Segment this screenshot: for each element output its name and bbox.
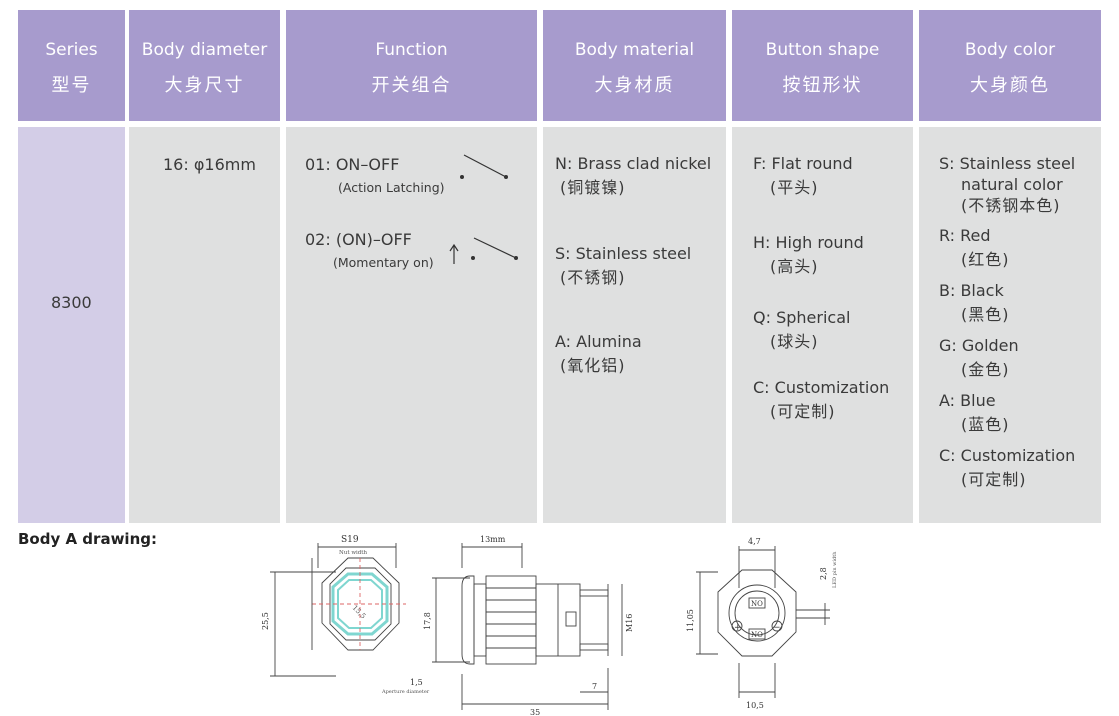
header-body-diameter-zh: 大身尺寸 bbox=[164, 75, 245, 96]
cell-button-shape: F: Flat round (平头) H: High round (高头) Q:… bbox=[732, 127, 913, 523]
function-01-code: 01: ON–OFF bbox=[305, 155, 400, 174]
no-terminal-top: NO bbox=[751, 600, 763, 608]
color-s: S: Stainless steel bbox=[939, 154, 1076, 173]
header-button-shape: Button shape 按钮形状 bbox=[732, 10, 913, 121]
shape-h-zh: (高头) bbox=[770, 257, 819, 276]
header-series-en: Series bbox=[45, 40, 98, 60]
nut-width-label: S19 bbox=[341, 535, 359, 545]
diameter-value: 16: φ16mm bbox=[163, 155, 256, 174]
front-inner-label: 15,5 bbox=[351, 604, 368, 621]
header-series-zh: 型号 bbox=[51, 75, 92, 96]
header-body-material-en: Body material bbox=[574, 40, 695, 60]
side-view bbox=[432, 543, 623, 710]
function-02-desc: (Momentary on) bbox=[333, 255, 434, 270]
shape-q: Q: Spherical bbox=[753, 308, 851, 327]
header-body-material-zh: 大身材质 bbox=[594, 75, 675, 96]
cell-body-material: N: Brass clad nickel (铜镀镍) S: Stainless … bbox=[543, 127, 726, 523]
color-s-zh: (不锈钢本色) bbox=[961, 196, 1061, 215]
header-body-color-zh: 大身颜色 bbox=[970, 75, 1050, 96]
color-a-zh: (蓝色) bbox=[961, 415, 1010, 434]
header-function-zh: 开关组合 bbox=[371, 75, 452, 96]
back-bottom-label: 10,5 bbox=[746, 701, 764, 710]
back-view bbox=[696, 546, 830, 698]
color-c: C: Customization bbox=[939, 446, 1076, 465]
thread-label: M16 bbox=[625, 614, 634, 632]
color-c-zh: (可定制) bbox=[961, 470, 1027, 489]
header-body-color: Body color 大身颜色 bbox=[919, 10, 1101, 121]
color-a: A: Blue bbox=[939, 391, 996, 410]
body-a-drawing: S19 Nut width 25,5 15,5 13mm 17,8 M16 1,… bbox=[261, 535, 838, 716]
header-button-shape-zh: 按钮形状 bbox=[782, 75, 863, 96]
color-b-zh: (黑色) bbox=[961, 305, 1010, 324]
shape-f-zh: (平头) bbox=[770, 178, 819, 197]
header-body-material: Body material 大身材质 bbox=[543, 10, 726, 121]
color-b: B: Black bbox=[939, 281, 1004, 300]
cell-body-diameter: 16: φ16mm bbox=[129, 127, 280, 523]
minus-terminal: − bbox=[773, 623, 781, 633]
header-series: Series 型号 bbox=[18, 10, 125, 121]
material-n-zh: (铜镀镍) bbox=[560, 178, 626, 197]
shape-f: F: Flat round bbox=[753, 154, 853, 173]
material-a-zh: (氧化铝) bbox=[560, 356, 626, 375]
header-body-diameter: Body diameter 大身尺寸 bbox=[129, 10, 280, 121]
side-height-label: 17,8 bbox=[423, 612, 432, 630]
side-width-label: 13mm bbox=[480, 535, 506, 544]
no-terminal-bottom: NO bbox=[751, 631, 763, 639]
color-s-line2: natural color bbox=[961, 175, 1063, 194]
shape-c: C: Customization bbox=[753, 378, 890, 397]
plus-terminal: + bbox=[734, 623, 742, 633]
color-g-zh: (金色) bbox=[961, 360, 1010, 379]
cell-series: 8300 bbox=[18, 127, 125, 523]
shape-q-zh: (球头) bbox=[770, 332, 819, 351]
latching-switch-icon bbox=[460, 154, 508, 179]
series-value: 8300 bbox=[51, 293, 92, 312]
header-function: Function 开关组合 bbox=[286, 10, 537, 121]
nut-width-note: Nut width bbox=[339, 550, 368, 556]
aperture-label: 1,5 bbox=[410, 678, 423, 687]
back-height-label: 11,05 bbox=[686, 609, 695, 632]
momentary-switch-icon bbox=[449, 237, 518, 264]
material-s-zh: (不锈钢) bbox=[560, 268, 626, 287]
cell-function: 01: ON–OFF (Action Latching) 02: (ON)–OF… bbox=[286, 127, 537, 523]
material-s: S: Stainless steel bbox=[555, 244, 692, 263]
header-body-diameter-en: Body diameter bbox=[141, 40, 268, 60]
color-r-zh: (红色) bbox=[961, 250, 1010, 269]
header-body-color-en: Body color bbox=[964, 40, 1056, 60]
color-r: R: Red bbox=[939, 226, 991, 245]
header-function-en: Function bbox=[375, 40, 448, 60]
front-view bbox=[270, 543, 406, 677]
header-button-shape-en: Button shape bbox=[765, 40, 880, 60]
led-width-note: LED pin width bbox=[832, 551, 838, 588]
drawing-title: Body A drawing: bbox=[18, 530, 157, 548]
terminal-label: 7 bbox=[592, 682, 597, 691]
shape-h: H: High round bbox=[753, 233, 864, 252]
material-a: A: Alumina bbox=[555, 332, 642, 351]
aperture-note: Aperture diameter bbox=[381, 689, 430, 695]
cell-body-color: S: Stainless steel natural color (不锈钢本色)… bbox=[919, 127, 1101, 523]
back-top-label: 4,7 bbox=[748, 537, 761, 546]
front-height-label: 25,5 bbox=[261, 612, 270, 630]
function-01-desc: (Action Latching) bbox=[338, 180, 445, 195]
material-n: N: Brass clad nickel bbox=[555, 154, 712, 173]
shape-c-zh: (可定制) bbox=[770, 402, 836, 421]
side-length-label: 35 bbox=[530, 708, 540, 716]
led-width-label: 2,8 bbox=[819, 567, 828, 580]
color-g: G: Golden bbox=[939, 336, 1019, 355]
function-02-code: 02: (ON)–OFF bbox=[305, 230, 412, 249]
